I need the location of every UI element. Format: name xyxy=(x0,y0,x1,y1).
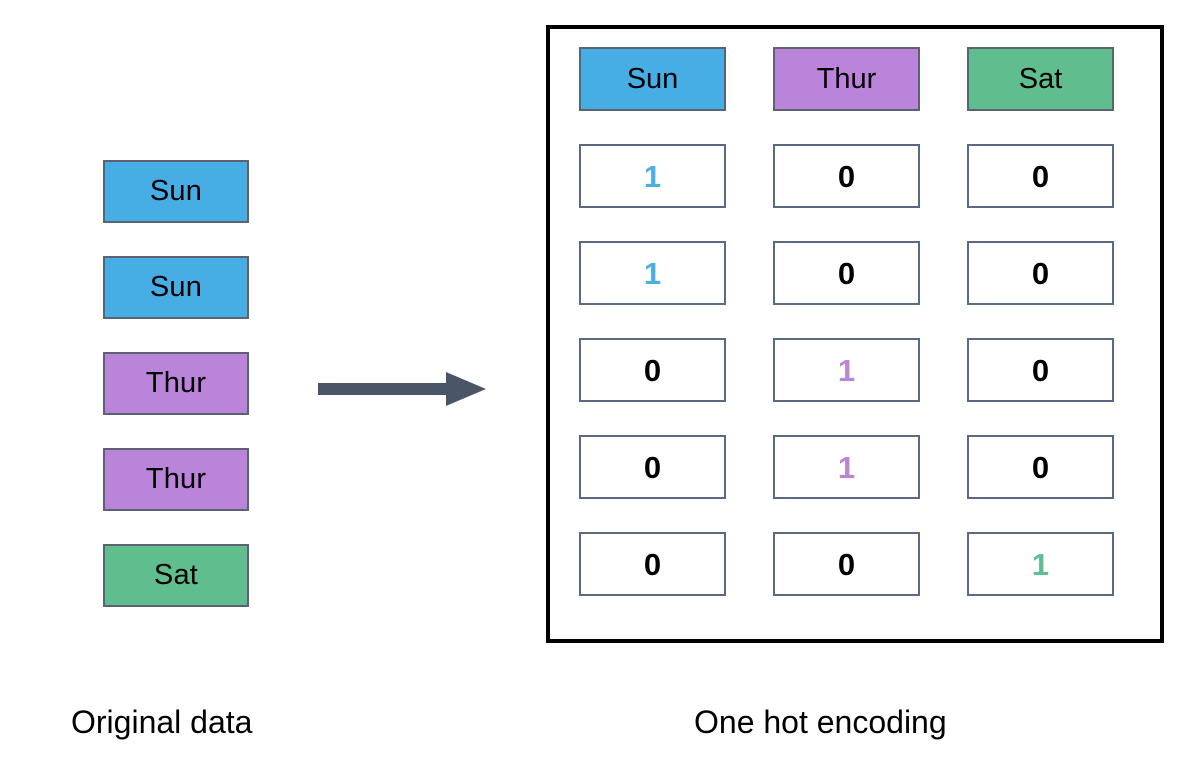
one-hot-value-cell: 1 xyxy=(579,241,726,305)
one-hot-header-cell: Sun xyxy=(579,47,726,111)
one-hot-value-cell: 0 xyxy=(579,435,726,499)
original-data-box: Sat xyxy=(103,544,249,607)
one-hot-value-cell: 0 xyxy=(579,338,726,402)
one-hot-encoding-panel: Sun Thur Sat 1 0 0 1 0 0 0 1 0 0 1 0 0 0 1 xyxy=(546,25,1164,643)
one-hot-value-cell: 0 xyxy=(967,144,1114,208)
original-data-box-label: Thur xyxy=(145,367,207,399)
original-data-box: Sun xyxy=(103,160,249,223)
one-hot-header-label: Thur xyxy=(816,62,877,95)
one-hot-value-cell: 0 xyxy=(967,241,1114,305)
one-hot-value-label: 1 xyxy=(837,352,856,388)
one-hot-header-label: Sun xyxy=(626,62,679,95)
one-hot-value-cell: 0 xyxy=(773,144,920,208)
original-data-box-label: Sat xyxy=(153,559,199,591)
original-data-box: Thur xyxy=(103,448,249,511)
one-hot-value-label: 0 xyxy=(1031,158,1050,194)
one-hot-value-label: 1 xyxy=(643,255,662,291)
original-data-box-label: Thur xyxy=(145,463,207,495)
one-hot-value-label: 0 xyxy=(643,546,662,582)
one-hot-value-label: 0 xyxy=(837,546,856,582)
one-hot-header-cell: Sat xyxy=(967,47,1114,111)
one-hot-encoding-caption: One hot encoding xyxy=(694,704,947,740)
original-data-box: Thur xyxy=(103,352,249,415)
one-hot-value-label: 1 xyxy=(1031,546,1050,582)
one-hot-value-label: 0 xyxy=(643,352,662,388)
one-hot-value-label: 1 xyxy=(643,158,662,194)
one-hot-value-cell: 1 xyxy=(773,435,920,499)
one-hot-value-cell: 1 xyxy=(579,144,726,208)
one-hot-header-cell: Thur xyxy=(773,47,920,111)
one-hot-value-label: 0 xyxy=(1031,352,1050,388)
one-hot-encoding-grid: Sun Thur Sat 1 0 0 1 0 0 0 1 0 0 1 0 0 0 1 xyxy=(579,47,1114,596)
one-hot-header-label: Sat xyxy=(1018,62,1063,95)
one-hot-value-cell: 0 xyxy=(967,435,1114,499)
one-hot-value-label: 0 xyxy=(1031,449,1050,485)
original-data-box-label: Sun xyxy=(149,175,203,207)
original-data-box-label: Sun xyxy=(149,271,203,303)
one-hot-value-cell: 0 xyxy=(579,532,726,596)
one-hot-value-label: 0 xyxy=(643,449,662,485)
one-hot-value-label: 0 xyxy=(1031,255,1050,291)
one-hot-value-label: 0 xyxy=(837,158,856,194)
transform-arrow xyxy=(318,366,486,412)
one-hot-value-label: 1 xyxy=(837,449,856,485)
one-hot-value-cell: 0 xyxy=(773,241,920,305)
original-data-caption: Original data xyxy=(71,704,253,740)
one-hot-value-cell: 0 xyxy=(773,532,920,596)
one-hot-value-cell: 1 xyxy=(967,532,1114,596)
one-hot-value-cell: 0 xyxy=(967,338,1114,402)
one-hot-value-label: 0 xyxy=(837,255,856,291)
original-data-box: Sun xyxy=(103,256,249,319)
one-hot-value-cell: 1 xyxy=(773,338,920,402)
arrow-right-icon xyxy=(318,372,486,406)
